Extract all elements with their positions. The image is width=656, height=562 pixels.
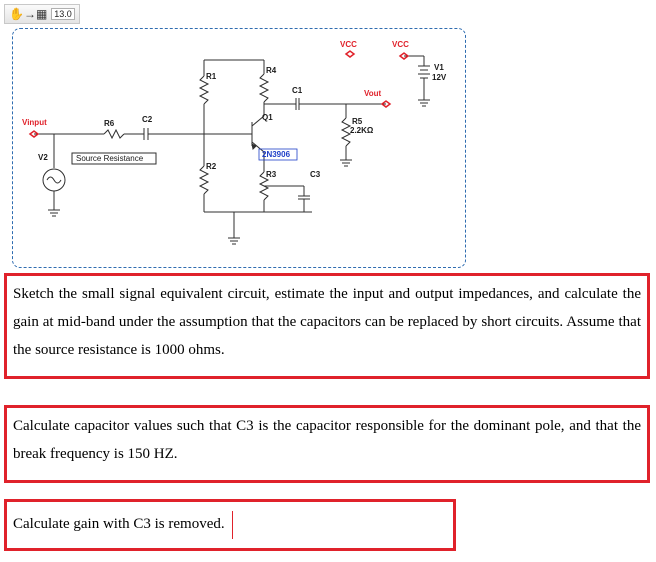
r6-resistor [103,128,125,140]
text-cursor [232,510,234,539]
r4-resistor [258,73,270,103]
q1-model-label: 2N3906 [262,150,291,159]
v1-label: V1 [434,63,444,72]
c2-label: C2 [142,115,153,124]
c3-label: C3 [310,170,321,179]
q1-label: Q1 [262,113,273,122]
r6-label: R6 [104,119,115,128]
r2-label: R2 [206,162,217,171]
c1-label: C1 [292,86,303,95]
v1-value-label: 12V [432,73,447,82]
question-box-3: Calculate gain with C3 is removed. [4,499,456,551]
source-resistance-label: Source Resistance [76,154,144,163]
r4-label: R4 [266,66,277,75]
vcc1-label: VCC [340,40,357,49]
toolbar: ✋ → ▦ 13.0 [4,4,80,24]
question-box-2: Calculate capacitor values such that C3 … [4,405,650,483]
arrow-icon[interactable]: → [23,7,36,21]
vinput-label: Vinput [22,118,47,127]
vcc2-terminal [398,52,410,60]
r5-resistor [340,117,352,147]
question-2-text: Calculate capacitor values such that C3 … [13,418,641,462]
vout-label: Vout [364,89,382,98]
r5-label: R5 [352,117,363,126]
r1-label: R1 [206,72,217,81]
r1-resistor [198,75,210,105]
vout-terminal [380,100,392,108]
v2-label: V2 [38,153,48,162]
vinput-terminal [28,130,40,138]
r2-resistor [198,165,210,195]
zoom-level[interactable]: 13.0 [51,8,75,20]
vcc1-terminal [344,50,356,58]
circuit-frame [12,28,466,268]
hand-icon[interactable]: ✋ [9,7,24,21]
question-1-text: Sketch the small signal equivalent circu… [13,286,641,358]
question-3-text: Calculate gain with C3 is removed. [13,516,225,532]
vcc2-label: VCC [392,40,409,49]
r5-value-label: 2.2KΩ [350,126,374,135]
question-box-1: Sketch the small signal equivalent circu… [4,273,650,379]
grid-icon[interactable]: ▦ [35,7,48,21]
r3-label: R3 [266,170,277,179]
